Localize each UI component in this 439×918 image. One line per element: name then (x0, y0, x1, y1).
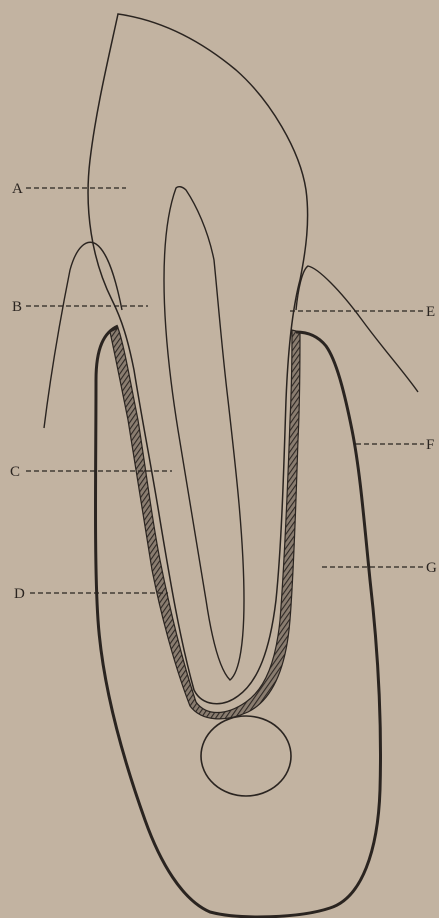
gingiva-right (296, 266, 418, 392)
label-f: F (426, 437, 434, 453)
label-d: D (14, 586, 25, 602)
periodontal-membrane (110, 328, 300, 719)
nutrient-canal (201, 716, 291, 796)
label-a: A (12, 181, 23, 197)
pulp-canal (164, 187, 244, 680)
alveolar-bone-outline (96, 326, 381, 917)
label-e: E (426, 304, 435, 320)
label-b: B (12, 299, 22, 315)
label-c: C (10, 464, 20, 480)
label-g: G (426, 560, 437, 576)
